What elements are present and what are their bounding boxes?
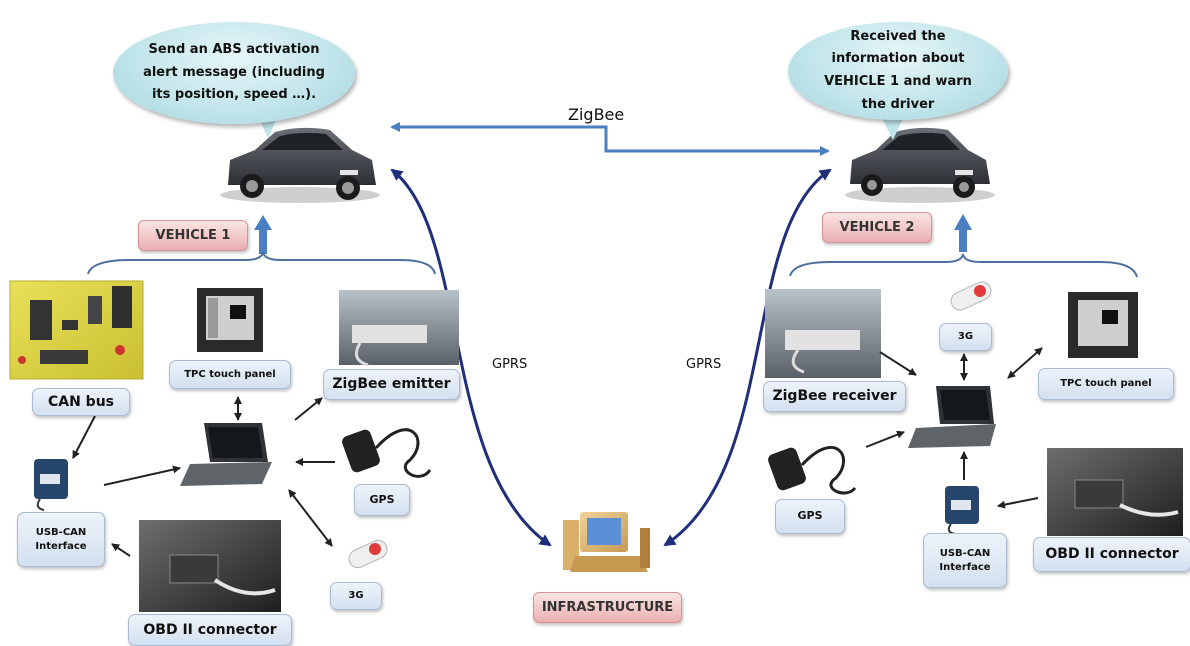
usb-can-left-image bbox=[34, 459, 68, 511]
vehicle-2-label: VEHICLE 2 bbox=[822, 212, 932, 243]
zigbee-link-label: ZigBee bbox=[568, 105, 625, 124]
arrow-obd-to-usbcan-right bbox=[997, 497, 1039, 509]
vehicle-1-car bbox=[220, 127, 380, 203]
arrow-can-to-usbcan bbox=[72, 415, 96, 459]
gps-left-label: GPS bbox=[354, 484, 410, 516]
3g-dongle-right-image bbox=[950, 281, 992, 311]
vehicle-1-up-arrow bbox=[254, 215, 272, 254]
zigbee-link bbox=[390, 122, 830, 156]
zigbee-emitter-label: ZigBee emitter bbox=[323, 369, 460, 400]
arrow-zigbee-receiver-to-laptop bbox=[879, 351, 917, 376]
tpc-touch-panel-left-image bbox=[197, 288, 263, 352]
usb-can-right-label: USB-CAN Interface bbox=[923, 533, 1007, 588]
usb-can-right-image bbox=[945, 486, 979, 535]
vehicle-2-up-arrow bbox=[954, 214, 972, 252]
3g-left-label: 3G bbox=[330, 582, 382, 610]
alert-message-bubble: Send an ABS activation alert message (in… bbox=[113, 22, 355, 124]
gprs-link-right bbox=[663, 168, 832, 547]
zigbee-receiver-label: ZigBee receiver bbox=[763, 381, 906, 412]
tpc-touch-panel-right-image bbox=[1068, 292, 1138, 358]
3g-right-label: 3G bbox=[939, 323, 992, 351]
can-bus-board-image bbox=[9, 280, 144, 380]
vehicle-1-bracket bbox=[87, 251, 436, 275]
laptop-right-image bbox=[908, 386, 996, 448]
received-info-bubble: Received the information about VEHICLE 1… bbox=[788, 22, 1008, 120]
laptop-left-image bbox=[180, 423, 272, 486]
zigbee-receiver-image bbox=[765, 289, 881, 378]
bubble-right-pointer bbox=[880, 114, 905, 140]
gps-left-image bbox=[342, 428, 432, 478]
arrow-obd-to-usbcan bbox=[111, 543, 131, 557]
obd-connector-left-image bbox=[139, 520, 281, 612]
gps-right-image bbox=[768, 446, 857, 495]
can-bus-label: CAN bus bbox=[32, 388, 130, 416]
usb-can-left-label: USB-CAN Interface bbox=[17, 512, 105, 567]
arrow-laptop-3g bbox=[288, 489, 333, 547]
arrow-gps-to-laptop-right bbox=[865, 430, 905, 448]
gps-right-label: GPS bbox=[775, 499, 845, 534]
vehicle-1-label: VEHICLE 1 bbox=[138, 220, 248, 251]
vehicle-2-bracket bbox=[789, 253, 1138, 278]
infrastructure-label: INFRASTRUCTURE bbox=[533, 592, 682, 623]
obd-connector-left-label: OBD II connector bbox=[128, 614, 292, 646]
zigbee-emitter-image bbox=[339, 290, 459, 367]
obd-connector-right-image bbox=[1047, 448, 1183, 536]
gprs-right-label: GPRS bbox=[686, 357, 722, 372]
gprs-left-label: GPRS bbox=[492, 357, 528, 372]
obd-connector-right-label: OBD II connector bbox=[1033, 537, 1190, 572]
tpc-touch-panel-right-label: TPC touch panel bbox=[1038, 368, 1174, 400]
arrow-usbcan-to-laptop bbox=[103, 465, 181, 486]
arrow-tpc-laptop-right bbox=[1007, 347, 1043, 379]
arrow-laptop-to-zigbee-emitter bbox=[294, 397, 323, 421]
3g-dongle-left-image bbox=[348, 539, 388, 569]
infrastructure-computer-image bbox=[563, 512, 650, 572]
vehicle-2-car bbox=[845, 127, 995, 203]
tpc-touch-panel-left-label: TPC touch panel bbox=[169, 360, 291, 389]
